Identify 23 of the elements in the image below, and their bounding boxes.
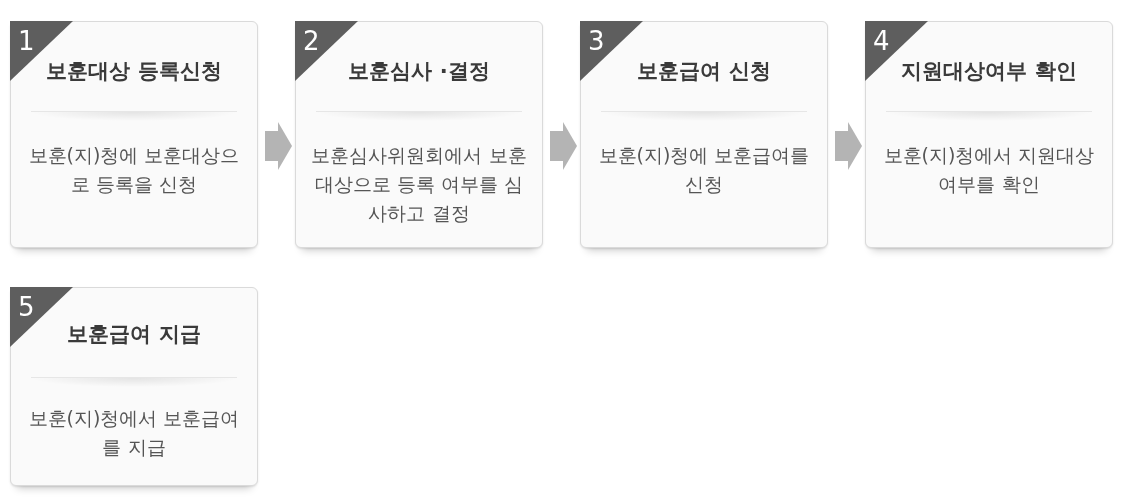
step-title: 보훈심사 ·결정 [348,58,490,85]
step-description: 보훈(지)청에서 지원대상 여부를 확인 [882,143,1096,197]
step-number: 3 [588,26,605,56]
step-description: 보훈(지)청에 보훈급여를 신청 [597,143,811,197]
step-number: 1 [18,26,35,56]
step-title: 보훈급여 지급 [67,321,201,348]
step-number: 5 [18,292,35,322]
step-title: 보훈대상 등록신청 [46,58,222,85]
step-number: 4 [873,26,890,56]
step-number: 2 [303,26,320,56]
block-arrow [835,122,862,170]
step-card [10,287,258,486]
step-title: 지원대상여부 확인 [901,58,1077,85]
step-card [295,21,543,248]
block-arrow [550,122,577,170]
step-description: 보훈심사위원회에서 보훈대상으로 등록 여부를 심사하고 결정 [310,143,528,226]
step-title: 보훈급여 신청 [637,58,771,85]
step-description: 보훈(지)청에 보훈대상으로 등록을 신청 [27,143,241,197]
step-card [865,21,1113,248]
step-description: 보훈(지)청에서 보훈급여를 지급 [27,406,241,460]
block-arrow [265,122,292,170]
step-card [580,21,828,248]
step-card [10,21,258,248]
